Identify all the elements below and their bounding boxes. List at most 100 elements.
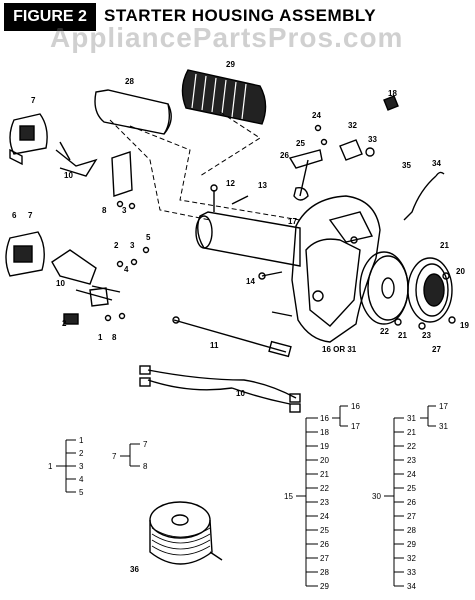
assembly-tree-labels: 1 1 2 3 4 5 7 7 8 15 16 16 17 18 19 20 2… [48,402,448,591]
callout-10c: 10 [236,389,245,398]
tree3-sub-child-1: 16 [351,402,360,411]
tree3-child: 27 [320,554,329,563]
tube-housing [195,211,301,267]
tree3-child: 23 [320,498,329,507]
callout-10b: 10 [56,279,65,288]
callout-22: 22 [380,327,389,336]
tree4-child: 22 [407,442,416,451]
choke-lever [288,149,323,201]
power-cord [403,171,445,221]
callout-21b: 21 [440,241,449,250]
callout-20: 20 [456,267,465,276]
callout-7b: 7 [28,211,33,220]
tree4-sub-child-2: 31 [439,422,448,431]
tree1-child-2: 2 [79,449,84,458]
tree4-child: 28 [407,526,416,535]
tree3-child: 29 [320,582,329,591]
tree4-child: 32 [407,554,416,563]
tree2-parent: 7 [112,452,117,461]
tree4-child: 24 [407,470,416,479]
callout-8a: 8 [102,206,107,215]
tree3-child: 21 [320,470,329,479]
tree1-child-1: 1 [79,436,84,445]
tree4-sub-child-1: 17 [439,402,448,411]
callout-3a: 3 [122,206,127,215]
tree4-sub-parent: 31 [407,414,416,423]
callout-21: 21 [398,331,407,340]
tree1-child-4: 4 [79,475,84,484]
callout-32: 32 [348,121,357,130]
callout-33: 33 [368,135,377,144]
rewind-spring [407,257,453,323]
callout-12: 12 [226,179,235,188]
line-spool [149,501,223,565]
tree3-child: 22 [320,484,329,493]
tree1-parent: 1 [48,462,53,471]
tree3-child: 25 [320,526,329,535]
callout-11: 11 [210,341,219,350]
callout-10a: 10 [64,171,73,180]
callout-25: 25 [296,139,305,148]
tree3-parent: 15 [284,492,293,501]
assembly-trees [56,405,436,587]
callout-26: 26 [280,151,289,160]
part-callouts: 28 29 7 10 8 3 6 7 2 3 5 4 10 2 1 8 12 1… [12,60,469,574]
cap-part [383,95,399,111]
callout-36: 36 [130,565,139,574]
callout-6: 6 [12,211,17,220]
callout-35: 35 [402,161,411,170]
figure-label: FIGURE 2 [4,3,96,31]
tree4-parent: 30 [372,492,381,501]
callout-18: 18 [388,89,397,98]
tree3-child: 28 [320,568,329,577]
tree2-child-1: 7 [143,440,148,449]
callout-13: 13 [258,181,267,190]
tree4-child: 27 [407,512,416,521]
callout-1: 1 [98,333,103,342]
leader-dashes [109,111,301,221]
tree1-child-5: 5 [79,488,84,497]
tree4-child: 34 [407,582,416,591]
tree3-child: 24 [320,512,329,521]
handle-grip [94,89,172,135]
screws [210,124,456,330]
tree3-child: 18 [320,428,329,437]
wire-harness [139,365,301,413]
tree4-child: 33 [407,568,416,577]
tree4-child: 23 [407,456,416,465]
pulley-reel [359,251,409,325]
starter-housing [291,195,381,343]
tree1-child-3: 3 [79,462,84,471]
switch-assembly-upper [9,113,136,210]
callout-34: 34 [432,159,441,168]
tree4-child: 29 [407,540,416,549]
tree3-sub-child-2: 17 [351,422,360,431]
callout-housing-ref: 16 OR 31 [322,345,357,354]
callout-8b: 8 [112,333,117,342]
callout-2b: 2 [62,319,67,328]
callout-23: 23 [422,331,431,340]
callout-24a: 24 [312,111,321,120]
tree4-child: 21 [407,428,416,437]
tree4-child: 25 [407,484,416,493]
callout-28: 28 [125,77,134,86]
tree3-child: 19 [320,442,329,451]
tree3-child: 26 [320,540,329,549]
tree2-child-2: 8 [143,462,148,471]
ribbed-grip [181,69,267,125]
knob-part [339,139,375,161]
callout-7a: 7 [31,96,36,105]
callout-14: 14 [246,277,255,286]
callout-5: 5 [146,233,151,242]
callout-2: 2 [114,241,119,250]
diagram-title: STARTER HOUSING ASSEMBLY [104,6,377,25]
recoil-cable [172,316,292,358]
watermark: AppliancePartsPros.com [50,22,404,53]
tree4-child: 26 [407,498,416,507]
tree3-sub-parent: 16 [320,414,329,423]
callout-17: 17 [288,217,297,226]
callout-19: 19 [460,321,469,330]
callout-29: 29 [226,60,235,69]
